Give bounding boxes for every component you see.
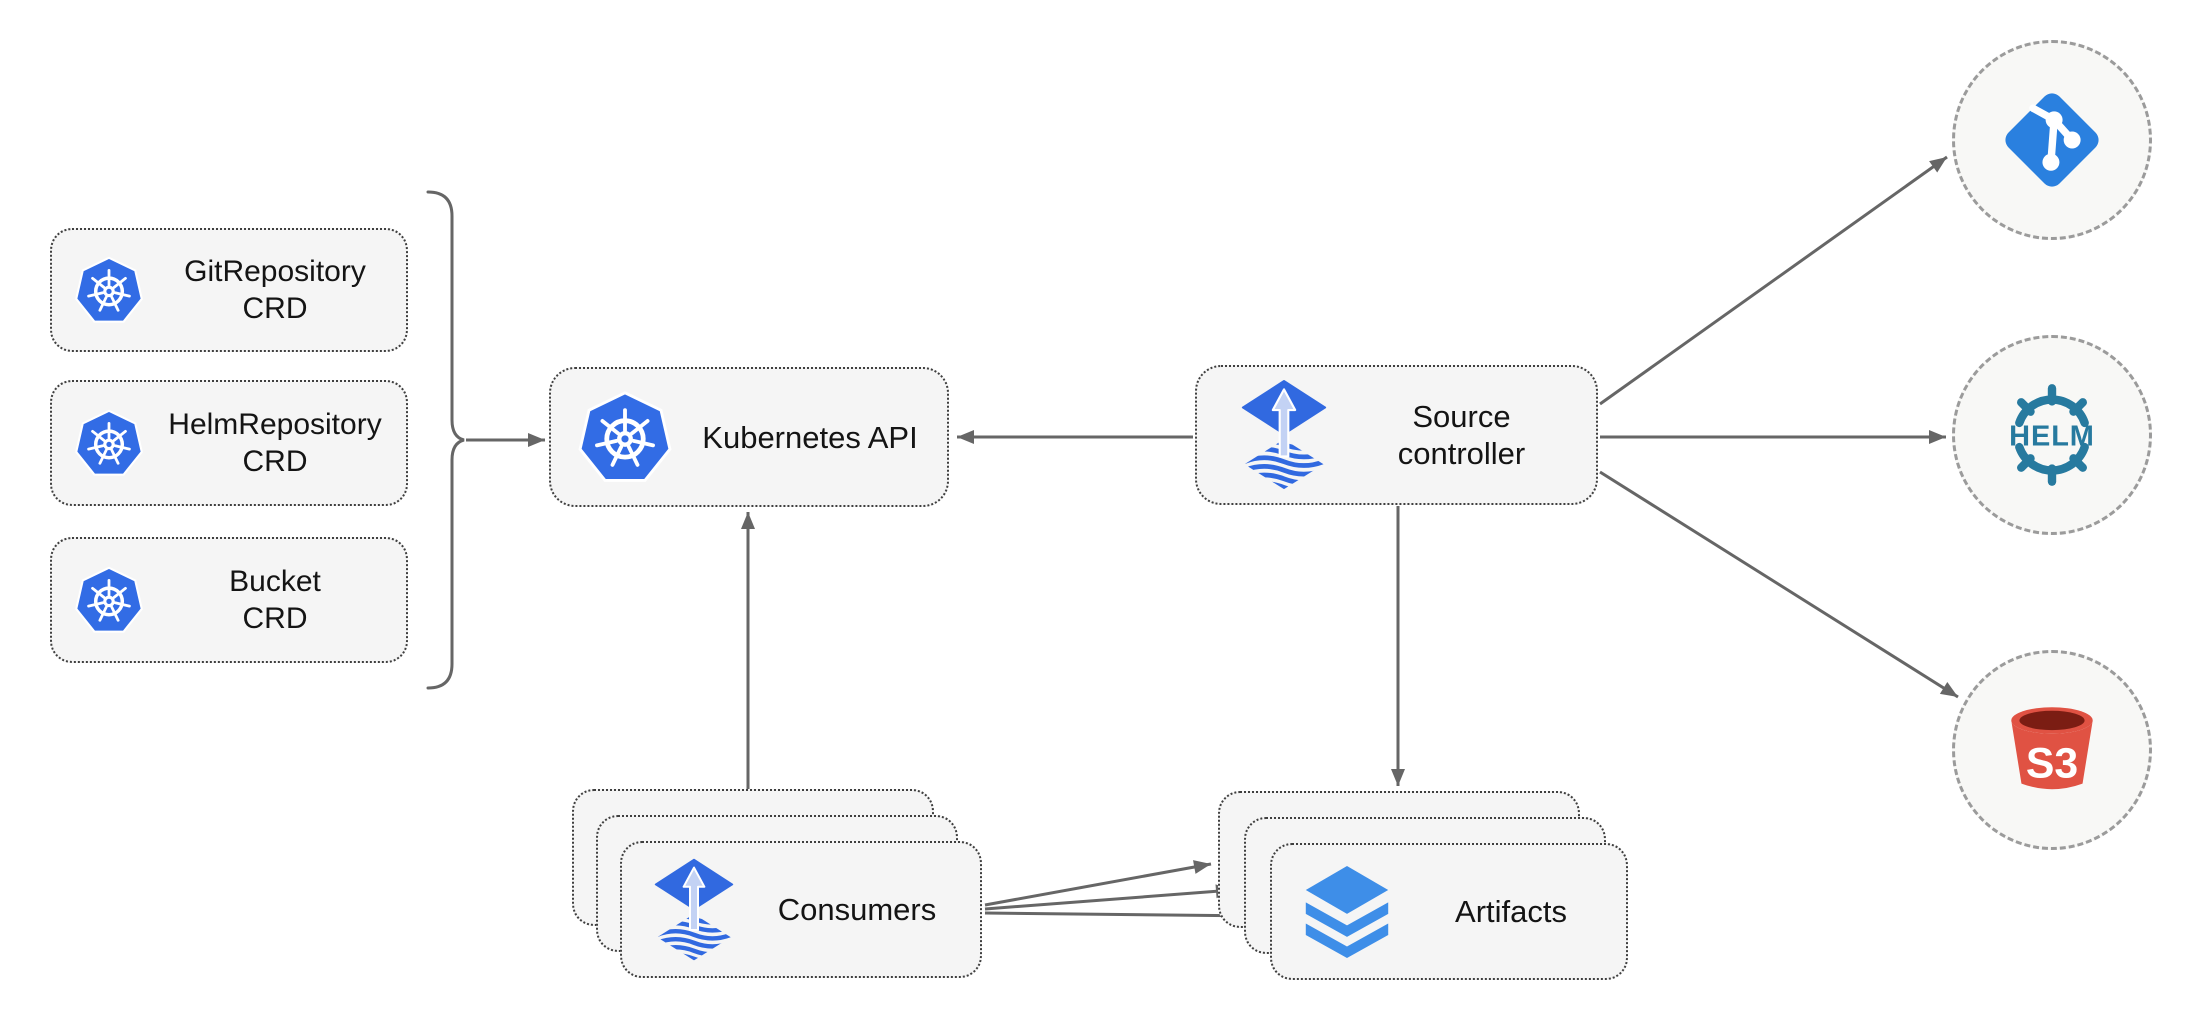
node-label: Artifacts bbox=[1455, 894, 1567, 929]
node-gitrepository-crd: GitRepository CRD bbox=[50, 228, 408, 352]
flux-icon bbox=[654, 856, 734, 964]
node-label-line2: CRD bbox=[242, 445, 308, 478]
edge-consumers-to-artifacts-1 bbox=[984, 860, 1212, 907]
helm-icon: HELM bbox=[1996, 379, 2108, 491]
node-label: GitRepository CRD bbox=[144, 253, 406, 327]
edge-source-controller-to-s3 bbox=[1599, 470, 1959, 699]
s3-bucket-icon: S3 bbox=[1996, 694, 2108, 806]
git-icon bbox=[1999, 87, 2105, 193]
kubernetes-icon bbox=[74, 565, 144, 635]
node-label-line2: CRD bbox=[242, 602, 308, 635]
node-source-controller: Source controller bbox=[1195, 365, 1598, 505]
node-label: Source controller bbox=[1327, 398, 1596, 472]
flux-icon bbox=[1241, 379, 1327, 491]
node-label: Kubernetes API bbox=[702, 419, 918, 455]
node-bucket-crd: Bucket CRD bbox=[50, 537, 408, 663]
edge-consumers-to-artifacts-2 bbox=[984, 884, 1234, 911]
node-helmrepository-crd: HelmRepository CRD bbox=[50, 380, 408, 506]
node-artifacts: Artifacts bbox=[1270, 843, 1628, 980]
node-label-line2: controller bbox=[1397, 436, 1526, 471]
node-label-line1: Source bbox=[1412, 399, 1511, 434]
node-label-line1: GitRepository bbox=[184, 255, 366, 288]
layers-icon bbox=[1298, 865, 1396, 958]
edge-source-controller-to-git bbox=[1599, 155, 1948, 406]
node-s3-remote: S3 bbox=[1952, 650, 2152, 850]
node-label-line1: HelmRepository bbox=[168, 408, 382, 441]
kubernetes-icon bbox=[577, 389, 673, 485]
node-helm-remote: HELM bbox=[1952, 335, 2152, 535]
kubernetes-icon bbox=[74, 255, 144, 325]
crd-group-brace bbox=[426, 190, 465, 690]
node-label: HelmRepository CRD bbox=[144, 406, 406, 480]
helm-label: HELM bbox=[2009, 420, 2095, 452]
kubernetes-icon bbox=[74, 408, 144, 478]
node-consumers: Consumers bbox=[620, 841, 982, 978]
node-label: Bucket CRD bbox=[144, 563, 406, 637]
node-label: Consumers bbox=[777, 892, 937, 927]
node-git-remote bbox=[1952, 40, 2152, 240]
s3-label: S3 bbox=[2026, 739, 2078, 787]
node-label-line1: Bucket bbox=[229, 565, 321, 598]
node-kubernetes-api: Kubernetes API bbox=[549, 367, 949, 507]
node-label-line2: CRD bbox=[242, 292, 308, 325]
